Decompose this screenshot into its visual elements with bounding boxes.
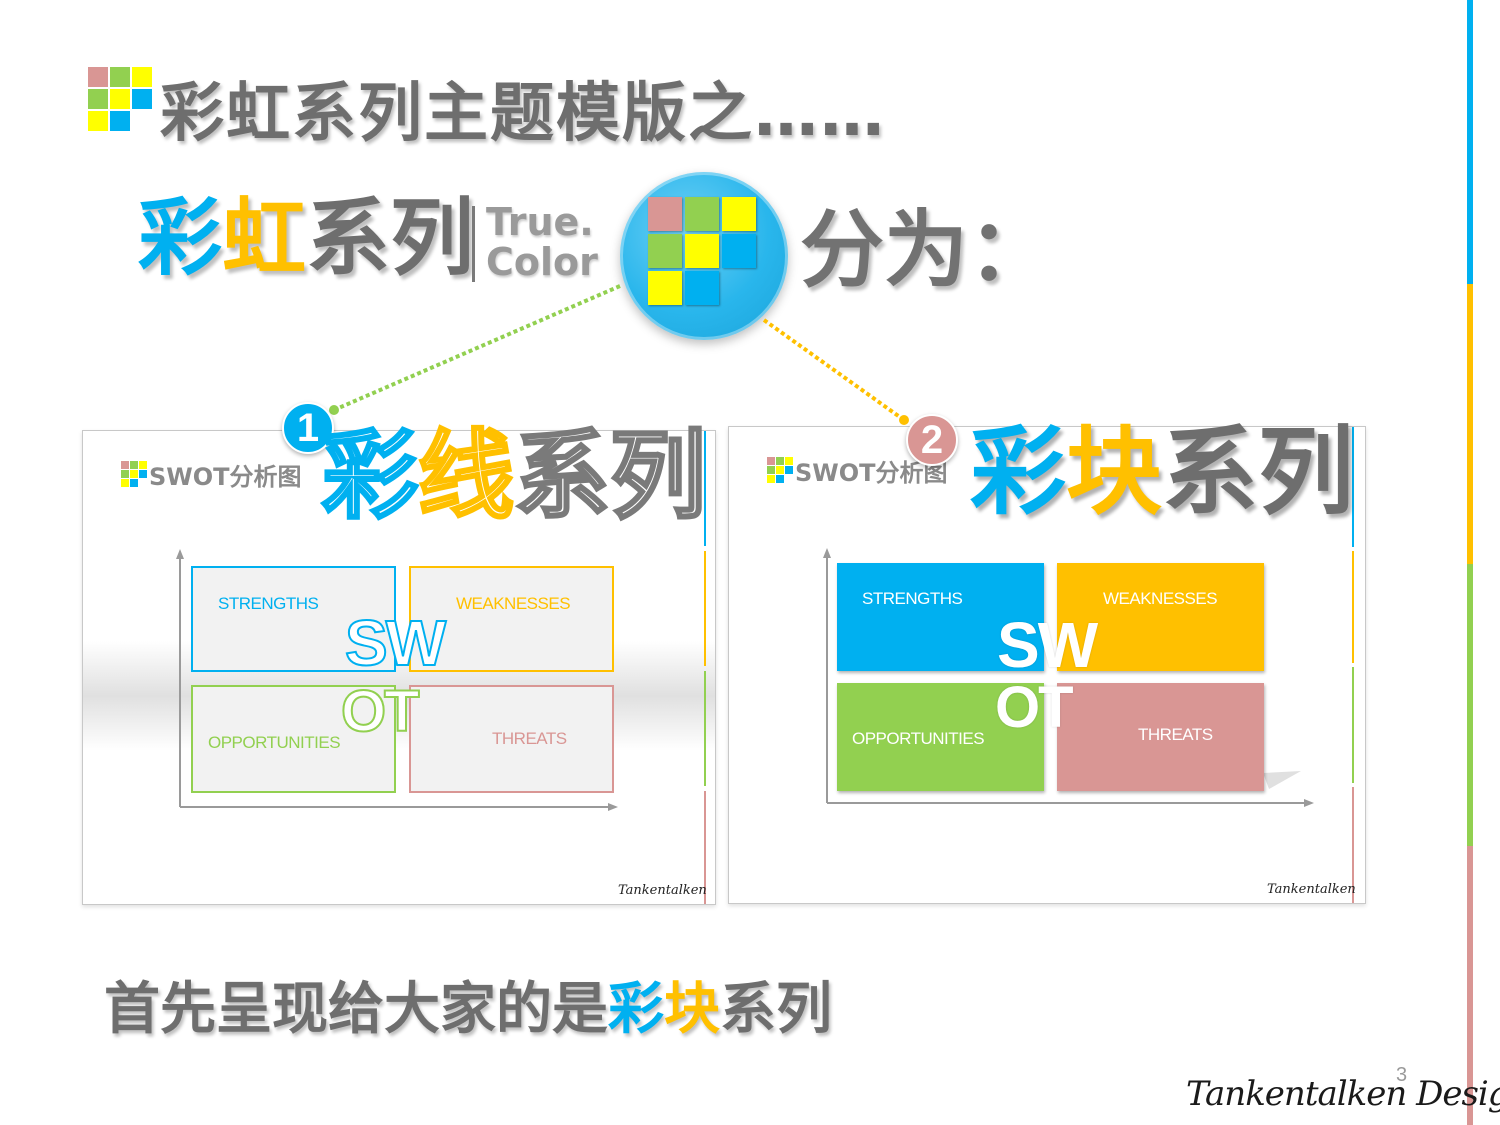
line-series-title: 彩线系列: [321, 427, 708, 526]
brand-english: True. Color: [486, 202, 598, 282]
thumb1-title: SWOT分析图: [149, 463, 302, 491]
thumb2-threats-label: THREATS: [1138, 725, 1213, 744]
bottom-caption-main: 首先呈现给大家的是: [104, 977, 608, 1042]
brand-char-1: 彩: [138, 189, 223, 287]
bottom-caption-char-3: 系列: [720, 977, 832, 1042]
thumb1-weaknesses-label: WEAKNESSES: [456, 594, 571, 613]
thumb2-strengths-box: STRENGTHS: [837, 563, 1044, 671]
thumb1-logo-icon: [121, 461, 147, 487]
thumb1-opportunities-box: OPPORTUNITIES: [191, 685, 396, 793]
edge-bar-blue: [1467, 0, 1473, 284]
connector-dot-green: [329, 405, 339, 415]
circle-grid-icon: [648, 197, 756, 305]
line-series-char-3: 系列: [513, 420, 708, 532]
thumb2-axes: [823, 427, 1354, 903]
brand-en-line2: Color: [486, 240, 598, 284]
thumb2-center-ot: OT: [995, 675, 1074, 740]
thumb1-strengths-label: STRENGTHS: [218, 594, 319, 613]
brand-char-3: 系列: [306, 189, 475, 287]
bottom-caption-char-1: 彩: [608, 977, 664, 1042]
thumb2-logo-icon: [767, 457, 793, 483]
bottom-caption-char-2: 块: [664, 977, 720, 1042]
badge-1: 1: [282, 402, 334, 454]
line-series-char-1: 彩: [321, 420, 420, 532]
brand-en-line1: True.: [486, 200, 594, 244]
thumb2-opportunities-box: OPPORTUNITIES: [837, 683, 1044, 791]
bottom-caption: 首先呈现给大家的是彩块系列: [104, 982, 832, 1038]
page-title: 彩虹系列主题模版之……: [160, 77, 886, 151]
thumb1-axes: [176, 431, 706, 904]
thumb1-center-ot: OT: [340, 679, 421, 744]
block-series-title: 彩块系列: [970, 424, 1354, 520]
rainbow-grid-icon: [88, 67, 152, 131]
footer-signature: Tankentalken Design: [1186, 1074, 1500, 1114]
connector-green: [333, 284, 621, 412]
edge-bar-yellow: [1467, 284, 1473, 564]
edge-bar-pink: [1467, 846, 1473, 1125]
divide-label: 分为：: [800, 201, 1053, 299]
block-series-char-2: 块: [1066, 416, 1162, 528]
block-series-char-1: 彩: [970, 416, 1066, 528]
slide-thumb-block-series[interactable]: SWOT分析图 STRENGTHS WEAKNESSES OPPORTUNITI…: [728, 426, 1366, 904]
connector-yellow: [762, 318, 906, 422]
thumb1-center-sw: SW: [344, 607, 447, 679]
brand-separator: [472, 206, 475, 282]
thumb1-weaknesses-box: WEAKNESSES: [409, 566, 614, 672]
thumb1-threats-label: THREATS: [492, 729, 567, 748]
brand-char-2: 虹: [222, 189, 307, 287]
block-series-char-3: 系列: [1162, 416, 1354, 528]
thumb2-threats-box: THREATS: [1057, 683, 1264, 791]
badge-2: 2: [906, 414, 958, 466]
edge-bar-green: [1467, 564, 1473, 846]
thumb1-signature: Tankentalken: [618, 883, 707, 898]
slide-thumb-line-series[interactable]: SWOT分析图 STRENGTHS WEAKNESSES OPPORTUNITI…: [82, 430, 716, 905]
thumb2-weaknesses-box: WEAKNESSES: [1057, 563, 1264, 671]
thumb2-opportunities-label: OPPORTUNITIES: [852, 729, 985, 748]
thumb2-signature: Tankentalken: [1267, 882, 1356, 897]
thumb1-threats-box: THREATS: [409, 685, 614, 793]
brand-title: 彩虹系列: [138, 196, 474, 280]
thumb1-strengths-box: STRENGTHS: [191, 566, 396, 672]
connector-dot-yellow: [899, 415, 909, 425]
thumb2-strengths-label: STRENGTHS: [862, 589, 963, 608]
page-number: 3: [1396, 1064, 1408, 1086]
thumb2-weaknesses-label: WEAKNESSES: [1103, 589, 1218, 608]
thumb1-opportunities-label: OPPORTUNITIES: [208, 733, 341, 752]
line-series-char-2: 线: [417, 420, 516, 532]
thumb2-center-sw: SW: [997, 609, 1098, 681]
